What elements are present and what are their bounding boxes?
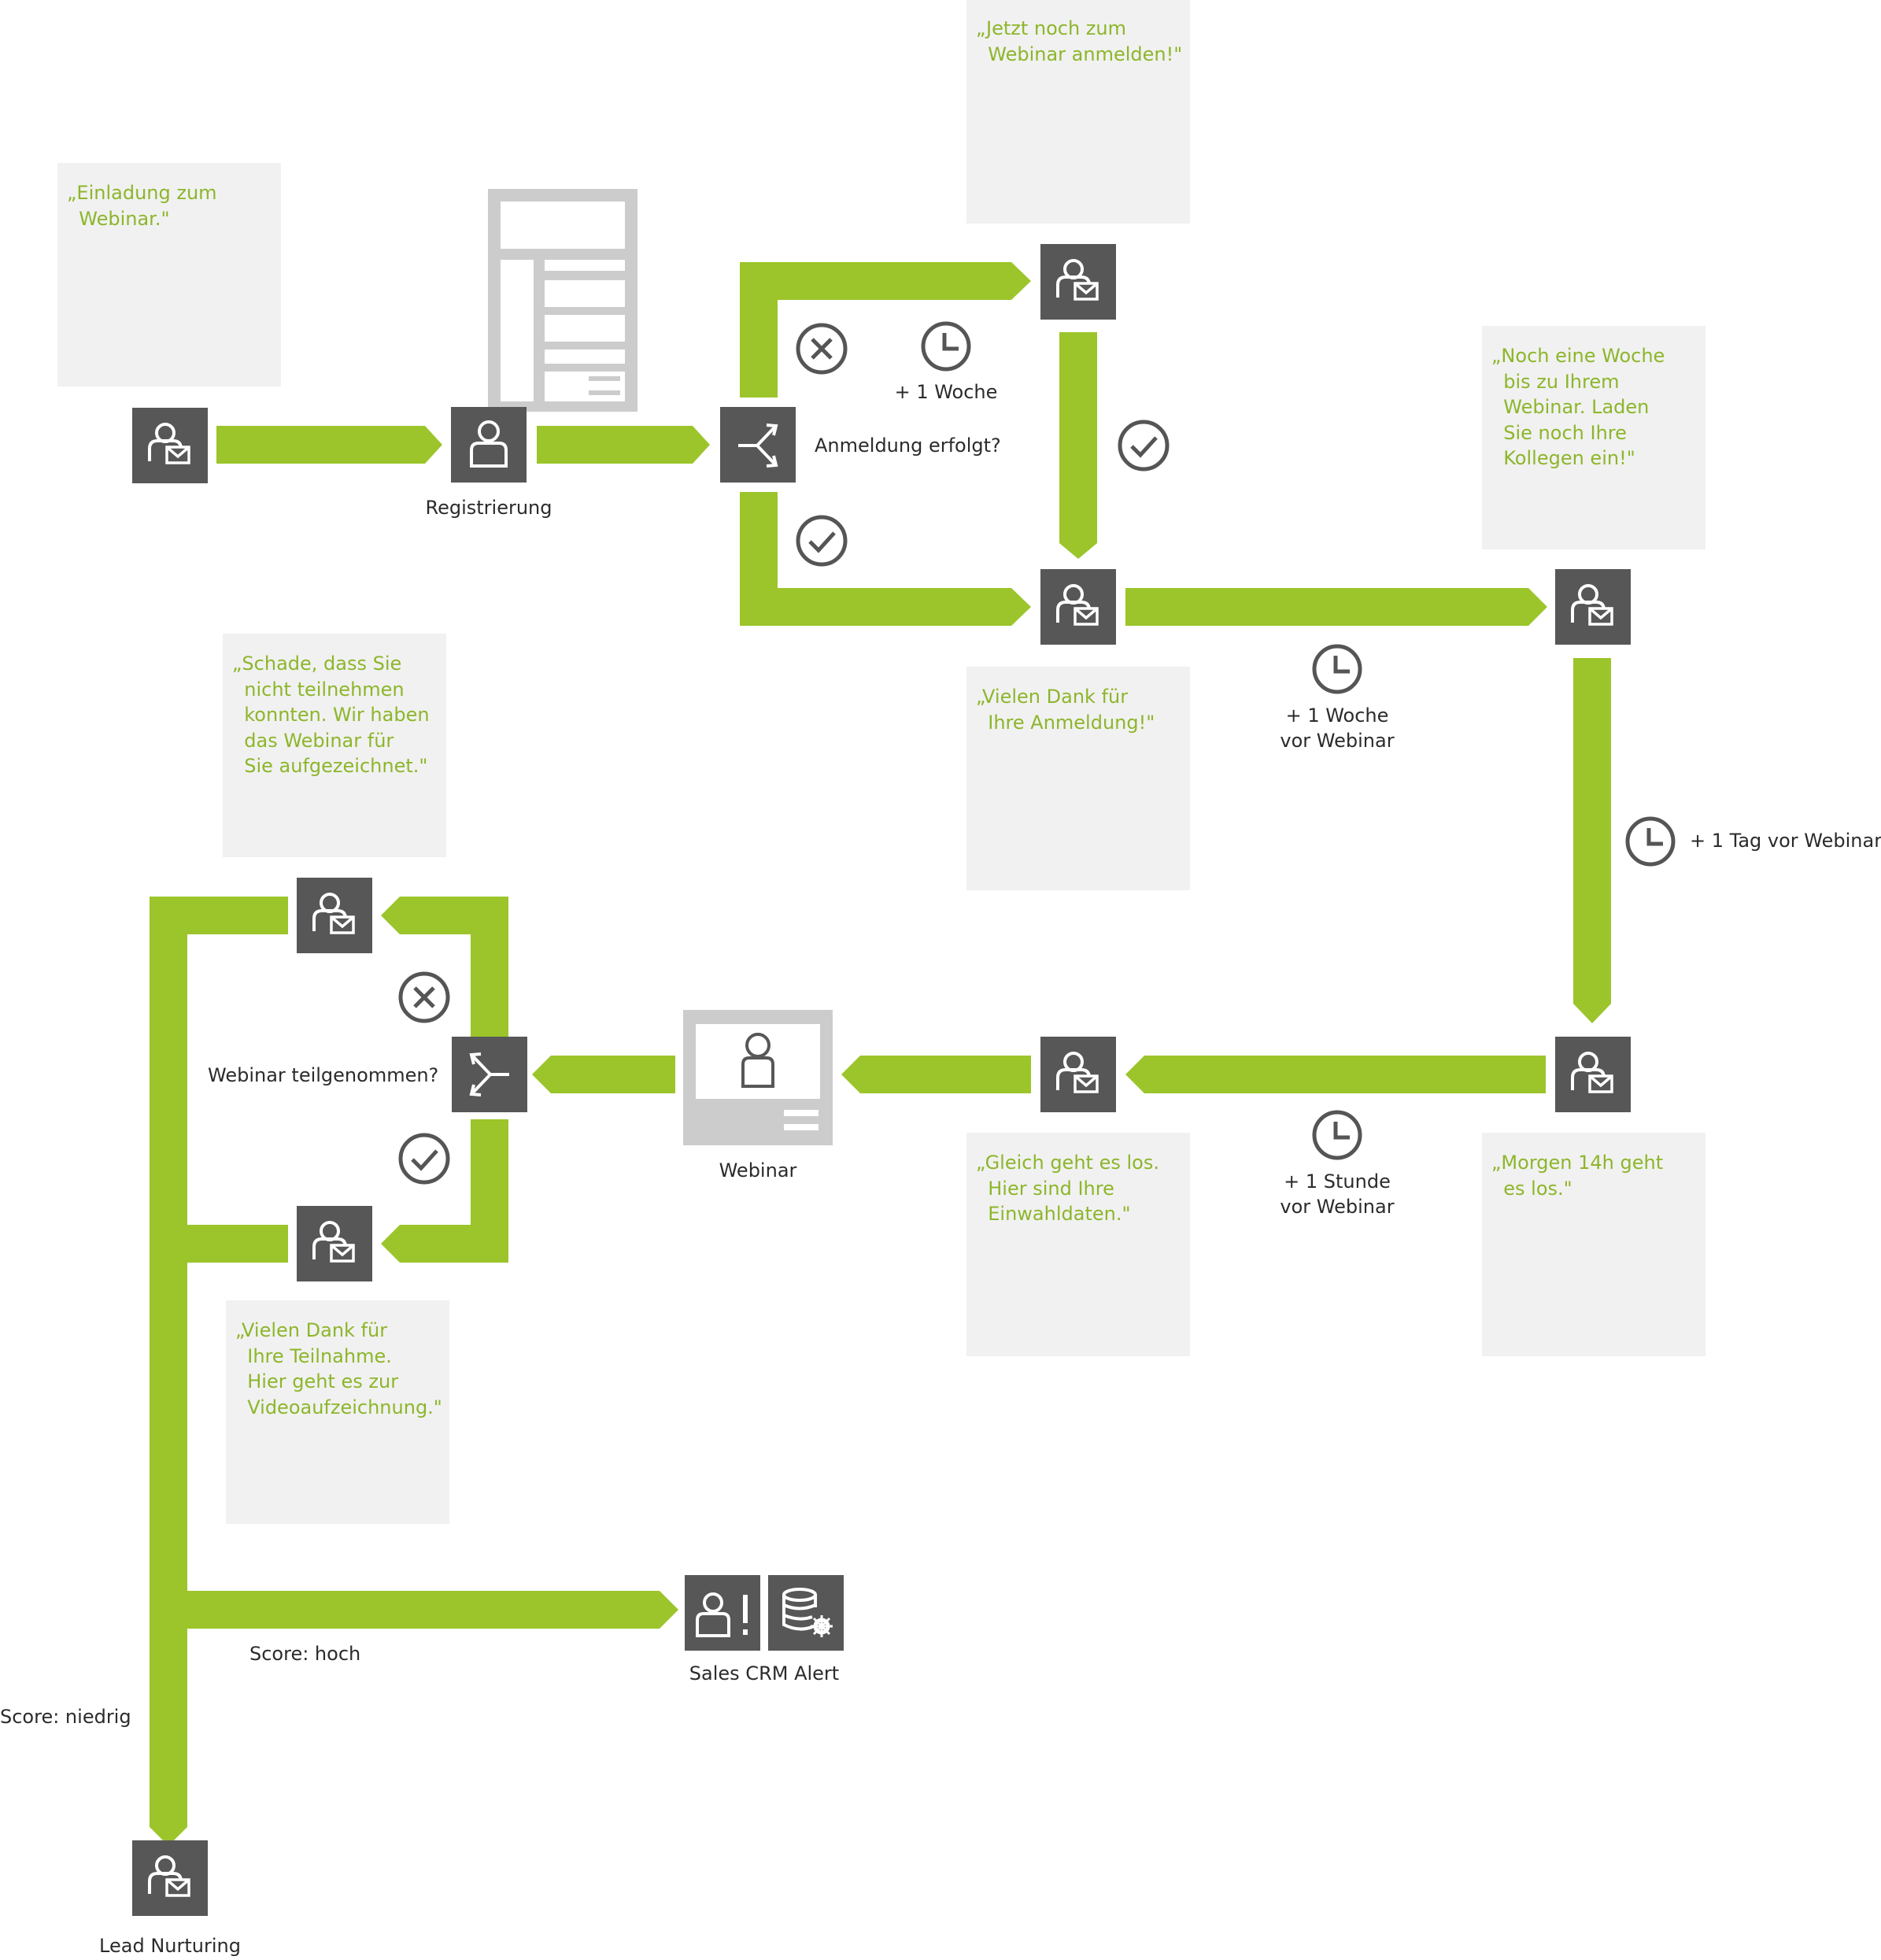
arrow-einladung-to-registrierung: [216, 426, 442, 464]
flow-arrows: [150, 262, 1611, 1846]
registrierung-node[interactable]: [451, 407, 527, 483]
label-score-hoch: Score: hoch: [249, 1643, 361, 1665]
mail-node-einladung[interactable]: [132, 408, 208, 483]
clock-icon-1-woche-vor-webinar: [1314, 646, 1360, 692]
arrow-morgen-to-gleich: [1125, 1056, 1546, 1093]
person-alert-icon[interactable]: [685, 1575, 760, 1651]
check-circle-icon-teilgenommen: [401, 1135, 448, 1182]
arrow-webinar-to-split: [532, 1056, 675, 1093]
note-schade-text: „Schade, dass Sie nicht teilnehmen konnt…: [232, 653, 430, 777]
webinar-screen-icon: [683, 1010, 833, 1145]
check-circle-icon-jetzt-noch: [1120, 422, 1167, 469]
label-plus-1-woche: + 1 Woche: [894, 381, 998, 403]
form-page-icon: [488, 189, 637, 412]
database-gear-icon[interactable]: [768, 1575, 844, 1651]
x-circle-icon-anmeldung: [798, 325, 845, 372]
label-plus-1-woche-vor-webinar: + 1 Woche vor Webinar: [1280, 704, 1395, 752]
label-sales-crm-alert: Sales CRM Alert: [689, 1662, 840, 1684]
x-circle-icon-teilgenommen: [401, 974, 448, 1021]
arrow-split-yes-to-vielen-dank-teilnahme: [381, 1119, 508, 1263]
split-node-webinar-teilgenommen[interactable]: [452, 1037, 527, 1112]
mail-node-vielen-dank-anmeldung[interactable]: [1040, 569, 1116, 645]
note-jetzt-noch: „Jetzt noch zum Webinar anmelden!": [966, 0, 1190, 224]
note-noch-eine-woche: „Noch eine Woche bis zu Ihrem Webinar. L…: [1482, 326, 1705, 549]
arrow-registrierung-to-split: [537, 426, 710, 464]
arrow-jetzt-noch-down: [1059, 332, 1097, 559]
note-vielen-dank-anmeldung-text: „Vielen Dank für Ihre Anmeldung!": [976, 686, 1155, 734]
note-einladung-text: „Einladung zum Webinar.": [67, 182, 217, 230]
note-einladung: „Einladung zum Webinar.": [57, 163, 281, 386]
note-vielen-dank-teilnahme-text: „Vielen Dank für Ihre Teilnahme. Hier ge…: [235, 1319, 442, 1418]
note-jetzt-noch-text: „Jetzt noch zum Webinar anmelden!": [976, 17, 1183, 65]
mail-node-vielen-dank-teilnahme[interactable]: [297, 1206, 372, 1281]
mail-node-jetzt-noch[interactable]: [1040, 244, 1116, 320]
note-morgen-text: „Morgen 14h geht es los.": [1491, 1152, 1664, 1200]
arrow-split-yes-to-vielen-dank: [740, 492, 1031, 626]
note-noch-eine-woche-text: „Noch eine Woche bis zu Ihrem Webinar. L…: [1491, 345, 1665, 469]
label-lead-nurturing: Lead Nurturing: [99, 1935, 241, 1957]
note-morgen: „Morgen 14h geht es los.": [1482, 1133, 1705, 1356]
label-plus-1-stunde-vor-webinar: + 1 Stunde vor Webinar: [1280, 1170, 1395, 1218]
label-anmeldung-erfolgt: Anmeldung erfolgt?: [815, 435, 1001, 457]
clock-icon-1-tag: [1628, 819, 1673, 864]
mail-node-gleich-geht-es-los[interactable]: [1040, 1037, 1116, 1112]
clock-icon-1-stunde: [1314, 1112, 1360, 1158]
note-schade: „Schade, dass Sie nicht teilnehmen konnt…: [223, 634, 446, 857]
note-vielen-dank-anmeldung: „Vielen Dank für Ihre Anmeldung!": [966, 667, 1190, 890]
note-gleich-geht-es-los-text: „Gleich geht es los. Hier sind Ihre Einw…: [976, 1152, 1159, 1225]
label-score-niedrig: Score: niedrig: [0, 1706, 131, 1728]
clock-icon-1-woche: [923, 324, 969, 369]
mail-node-morgen[interactable]: [1555, 1037, 1631, 1112]
split-node-anmeldung[interactable]: [720, 407, 796, 483]
arrow-split-no-to-jetzt-noch: [740, 262, 1031, 398]
label-plus-1-tag-vor-webinar: + 1 Tag vor Webinar: [1690, 830, 1881, 852]
arrow-split-no-to-schade: [381, 897, 508, 1043]
label-webinar: Webinar: [719, 1159, 797, 1182]
arrow-noch-eine-woche-down: [1573, 658, 1611, 1023]
note-gleich-geht-es-los: „Gleich geht es los. Hier sind Ihre Einw…: [966, 1133, 1190, 1356]
check-circle-icon-anmeldung: [798, 517, 845, 564]
mail-node-lead-nurturing[interactable]: [132, 1840, 208, 1916]
label-webinar-teilgenommen: Webinar teilgenommen?: [208, 1064, 439, 1086]
mail-node-schade[interactable]: [297, 878, 372, 953]
note-vielen-dank-teilnahme: „Vielen Dank für Ihre Teilnahme. Hier ge…: [226, 1300, 449, 1524]
arrow-score-hoch: [187, 1591, 678, 1629]
label-registrierung: Registrierung: [425, 497, 552, 519]
arrow-main-vertical: [150, 897, 288, 1846]
arrow-vielen-dank-to-noch-eine-woche: [1125, 588, 1547, 626]
arrow-gleich-to-webinar: [841, 1056, 1031, 1093]
mail-node-noch-eine-woche[interactable]: [1555, 569, 1631, 645]
